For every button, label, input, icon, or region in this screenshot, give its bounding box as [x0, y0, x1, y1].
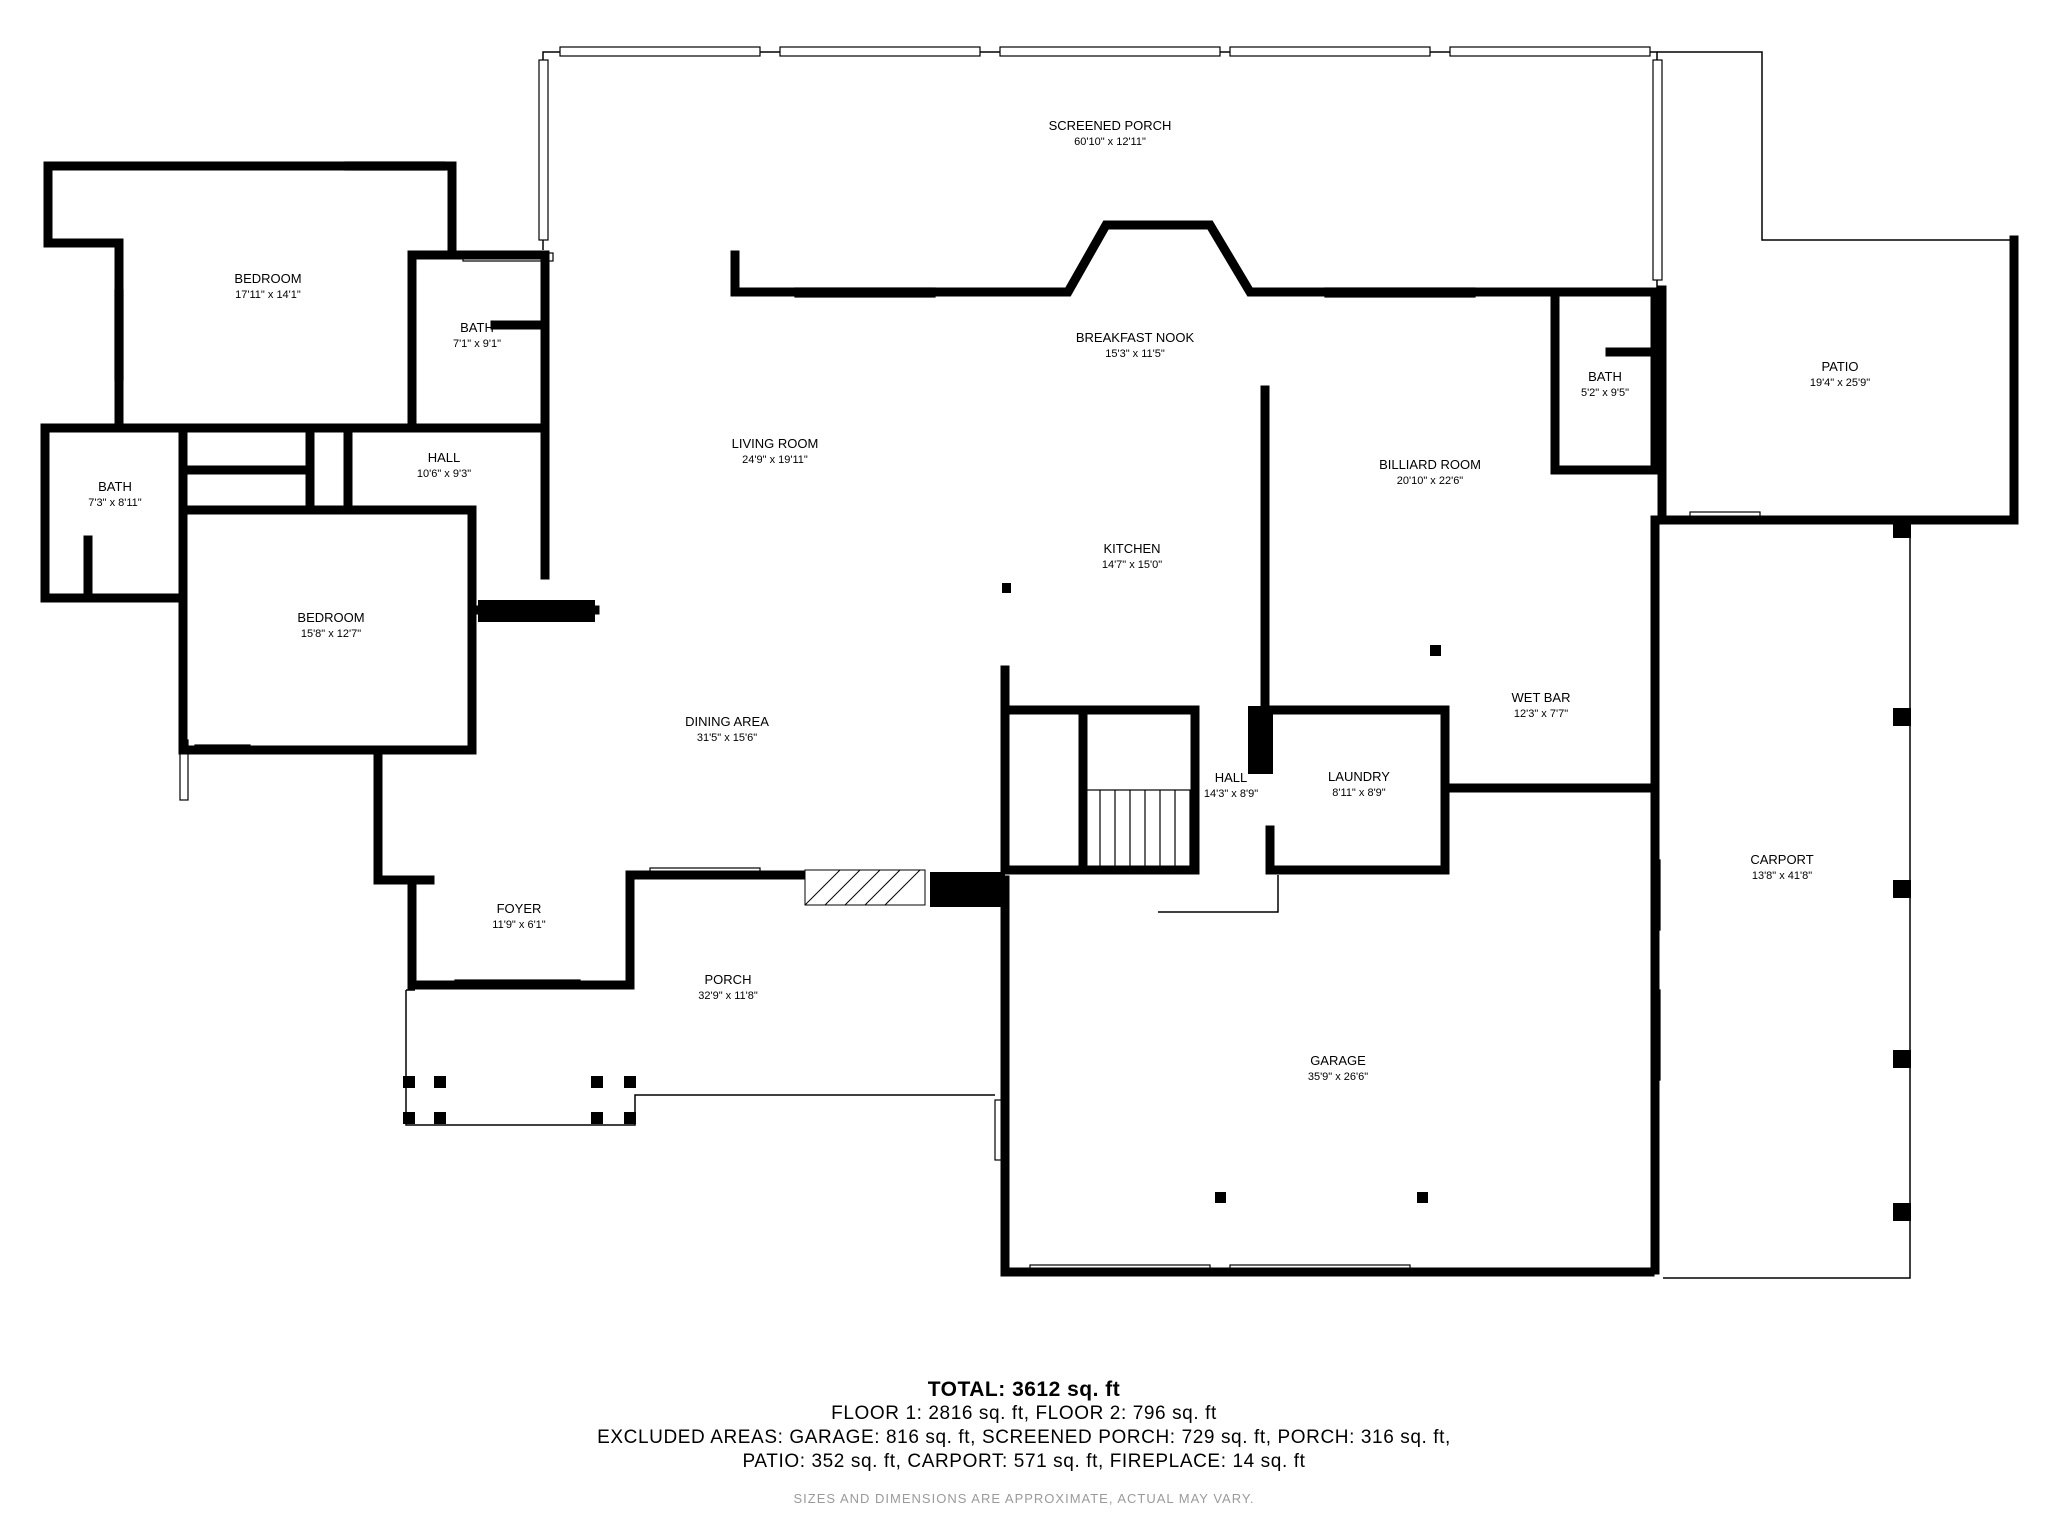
room-dimension: 20'10" x 22'6": [1397, 475, 1464, 487]
column: [1215, 1192, 1226, 1203]
room-label: LIVING ROOM: [732, 436, 819, 451]
column: [1002, 583, 1011, 593]
thin-outlines: [405, 51, 2016, 1279]
room-label: BATH: [1588, 369, 1622, 384]
room-dimension: 7'1" x 9'1": [453, 338, 501, 350]
room-dimension: 11'9" x 6'1": [492, 919, 545, 931]
window: [559, 46, 761, 57]
hall-step-outline: [1158, 875, 1279, 913]
window: [538, 59, 549, 241]
room-dimension: 32'9" x 11'8": [698, 990, 758, 1002]
room-label: WET BAR: [1512, 690, 1571, 705]
room-dimension: 35'9" x 26'6": [1308, 1071, 1368, 1083]
room-dimension: 24'9" x 19'11": [742, 454, 808, 466]
chimney-block: [478, 600, 595, 622]
room-labels: SCREENED PORCH 60'10" x 12'11" BEDROOM 1…: [88, 118, 1870, 1083]
room-label: HALL: [1215, 770, 1248, 785]
wall: [178, 505, 477, 755]
room-label: BATH: [460, 320, 494, 335]
column: [1893, 520, 1911, 538]
room-dimension: 13'8" x 41'8": [1752, 870, 1812, 882]
wall: [1000, 665, 1200, 875]
room-label: BATH: [98, 479, 132, 494]
room-dimension: 15'3" x 11'5": [1105, 348, 1165, 360]
room-label: BEDROOM: [297, 610, 364, 625]
wall: [373, 747, 435, 885]
room-dimension: 14'3" x 8'9": [1204, 788, 1258, 800]
room-label: SCREENED PORCH: [1049, 118, 1172, 133]
wall: [43, 161, 457, 255]
wall: [407, 250, 550, 550]
window: [1229, 46, 1431, 57]
room-dimension: 5'2" x 9'5": [1581, 387, 1629, 399]
column: [1893, 1050, 1911, 1068]
porch-post: [434, 1076, 446, 1088]
screened-porch-outline: [542, 51, 1658, 290]
room-label: CARPORT: [1750, 852, 1813, 867]
porch-post: [403, 1112, 415, 1124]
room-dimension: 19'4" x 25'9": [1810, 377, 1870, 389]
room-label: HALL: [428, 450, 461, 465]
room-label: PORCH: [705, 972, 752, 987]
wall: [407, 870, 805, 990]
room-label: BEDROOM: [234, 271, 301, 286]
room-label: GARAGE: [1310, 1053, 1366, 1068]
porch-post: [591, 1112, 603, 1124]
room-label: BREAKFAST NOOK: [1076, 330, 1195, 345]
column: [1893, 708, 1911, 726]
floor-areas: FLOOR 1: 2816 sq. ft, FLOOR 2: 796 sq. f…: [831, 1403, 1217, 1424]
column: [1430, 645, 1441, 656]
hall-pillar: [1248, 706, 1273, 774]
walls: [40, 161, 2019, 1277]
room-label: KITCHEN: [1103, 541, 1160, 556]
wall: [730, 220, 1505, 297]
fireplace-block: [930, 872, 1005, 907]
wall: [1657, 235, 2019, 525]
porch-outline: [405, 990, 995, 1126]
room-dimension: 7'3" x 8'11": [88, 497, 141, 509]
excluded-areas: EXCLUDED AREAS: GARAGE: 816 sq. ft, SCRE…: [597, 1427, 1451, 1448]
room-dimension: 8'11" x 8'9": [1332, 787, 1385, 799]
room-label: PATIO: [1821, 359, 1858, 374]
porch-post: [624, 1112, 636, 1124]
window: [1652, 59, 1663, 281]
room-label: DINING AREA: [685, 714, 769, 729]
room-dimension: 31'5" x 15'6": [697, 732, 757, 744]
column: [1417, 1192, 1428, 1203]
porch-post: [434, 1112, 446, 1124]
wall: [1495, 287, 1660, 475]
wall: [40, 423, 188, 755]
room-dimension: 14'7" x 15'0": [1102, 559, 1162, 571]
wall: [1000, 875, 1655, 1277]
total-area: TOTAL: 3612 sq. ft: [927, 1378, 1121, 1401]
disclaimer: SIZES AND DIMENSIONS ARE APPROXIMATE, AC…: [793, 1491, 1255, 1506]
column: [1893, 1203, 1911, 1221]
room-dimension: 10'6" x 9'3": [417, 468, 471, 480]
carport-outline: [1663, 528, 1911, 1279]
column: [1893, 880, 1911, 898]
porch-post: [624, 1076, 636, 1088]
excluded-areas-cont: PATIO: 352 sq. ft, CARPORT: 571 sq. ft, …: [742, 1451, 1306, 1472]
window: [999, 46, 1221, 57]
porch-post: [591, 1076, 603, 1088]
fireplace-hearth: [804, 869, 926, 906]
room-dimension: 15'8" x 12'7": [301, 628, 361, 640]
room-label: BILLIARD ROOM: [1379, 457, 1481, 472]
window: [1449, 46, 1651, 57]
room-dimension: 12'3" x 7'7": [1514, 708, 1568, 720]
wall: [1260, 705, 1450, 875]
porch-post: [403, 1076, 415, 1088]
solid-fills: [403, 520, 1911, 1221]
staircase: [1084, 789, 1191, 869]
room-dimension: 17'11" x 14'1": [235, 289, 301, 301]
wall: [43, 238, 124, 428]
room-label: LAUNDRY: [1328, 769, 1390, 784]
room-label: FOYER: [497, 901, 542, 916]
windows: [114, 46, 1761, 1274]
room-dimension: 60'10" x 12'11": [1074, 136, 1146, 148]
window: [779, 46, 981, 57]
patio-outline: [1657, 51, 2016, 241]
